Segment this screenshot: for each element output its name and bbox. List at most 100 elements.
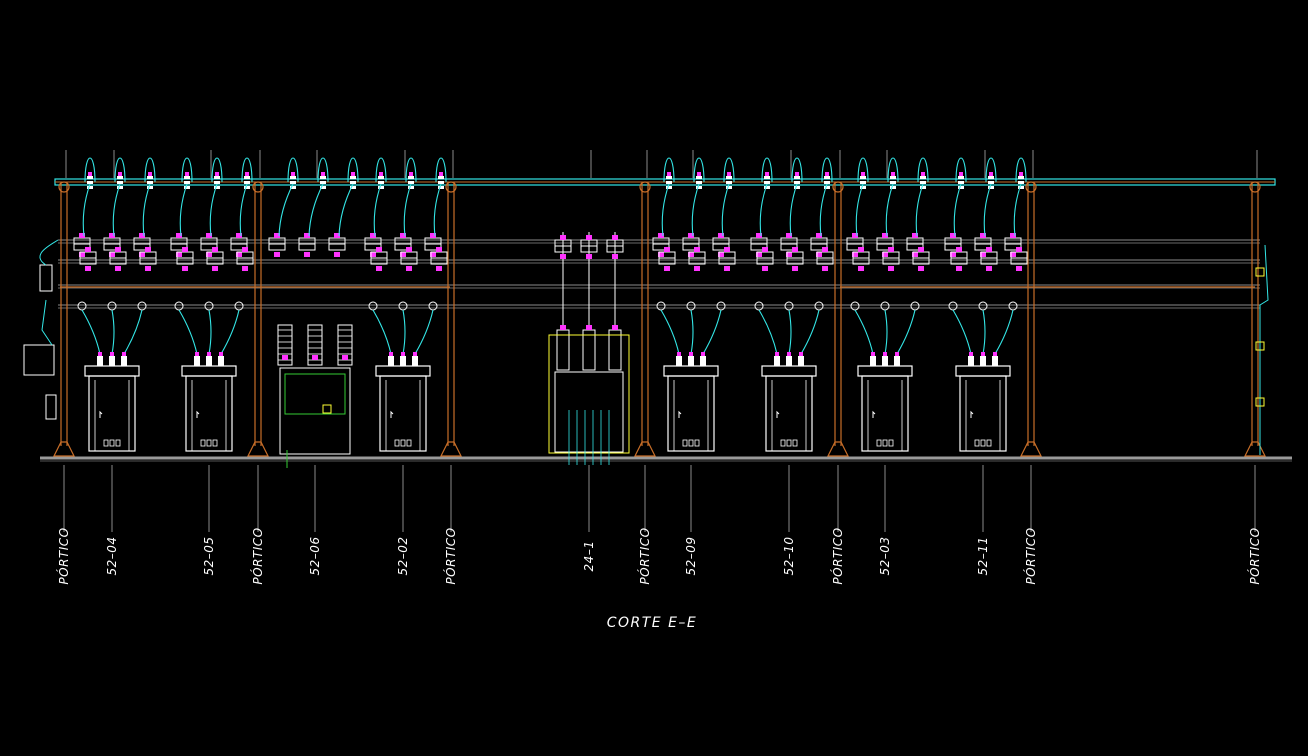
switch-tag: [762, 247, 768, 252]
bay-label-switch: 24–1: [582, 541, 596, 572]
conductor: [896, 309, 916, 355]
bushing: [194, 356, 200, 366]
switch-tag: [882, 233, 888, 238]
conductor: [1013, 183, 1022, 237]
insulator-disc: [408, 186, 414, 189]
switch-tag: [560, 254, 566, 259]
callout-lines: [63, 150, 1258, 532]
bushing-tag: [195, 352, 199, 356]
accent-box: [322, 404, 332, 414]
insulator-disc: [378, 181, 384, 184]
bay-label-portico: PÓRTICO: [1023, 527, 1038, 584]
aux-drop: [41, 299, 53, 346]
switch-tag: [586, 235, 592, 240]
insulator-disc: [920, 186, 926, 189]
switch-tag: [718, 252, 724, 257]
insulator-tag: [795, 172, 799, 176]
breaker-terminal: [986, 439, 992, 447]
switch-tag: [145, 266, 151, 271]
jumper: [791, 157, 803, 183]
switch-tag: [612, 254, 618, 259]
insulator-disc: [320, 186, 326, 189]
switch-tag: [724, 247, 730, 252]
insulator-tag: [321, 172, 325, 176]
conductor: [123, 309, 143, 355]
switch-tag: [176, 233, 182, 238]
bay-label-portico: PÓRTICO: [830, 527, 845, 584]
switch-tag: [816, 233, 822, 238]
switch-tag: [694, 266, 700, 271]
bushing: [206, 356, 212, 366]
conductor: [721, 183, 730, 237]
insulator-tag: [921, 172, 925, 176]
switch-tag: [236, 252, 242, 257]
down-lead: [1259, 244, 1269, 455]
breaker-terminal: [109, 439, 115, 447]
bay-label-breaker: 52–05: [202, 536, 216, 575]
insulator-disc: [726, 181, 732, 184]
insulator-disc: [696, 176, 702, 179]
conductor: [403, 183, 412, 237]
bushing: [688, 356, 694, 366]
insulator-tag: [959, 172, 963, 176]
conductor: [952, 309, 972, 355]
bushing: [388, 356, 394, 366]
switch-tag: [664, 247, 670, 252]
insulator-disc: [350, 186, 356, 189]
insulator-tag: [765, 172, 769, 176]
insulator-disc: [696, 186, 702, 189]
switch-frame: [548, 334, 630, 454]
insulator-disc: [87, 181, 93, 184]
switch-tag: [115, 247, 121, 252]
switch-tag: [85, 266, 91, 271]
switch-tag: [986, 266, 992, 271]
insulator-tag: [245, 172, 249, 176]
breaker-cabinet: [88, 375, 136, 452]
bay-label-portico: PÓRTICO: [56, 527, 71, 584]
insulator-tag: [118, 172, 122, 176]
bay-label-portico: PÓRTICO: [443, 527, 458, 584]
breaker-handle: [678, 410, 682, 418]
jumper: [1015, 157, 1027, 183]
bushing: [786, 356, 792, 366]
switch-tag: [612, 235, 618, 240]
jumper: [955, 157, 967, 183]
conductor: [759, 183, 768, 237]
switch-tag: [586, 254, 592, 259]
switch-tag: [304, 233, 310, 238]
breaker-terminal: [786, 439, 792, 447]
column-base: [1244, 441, 1266, 457]
breaker-terminal: [103, 439, 109, 447]
bay-breaker: [750, 157, 834, 452]
insulator-disc: [726, 176, 732, 179]
column-cap: [1249, 181, 1261, 193]
insulator-disc: [147, 186, 153, 189]
bushing: [400, 356, 406, 366]
conductor: [111, 309, 115, 355]
bushing: [968, 356, 974, 366]
insulator-disc: [666, 181, 672, 184]
insulator-disc: [958, 176, 964, 179]
conductor: [855, 183, 864, 237]
insulator-disc: [988, 181, 994, 184]
jumper: [723, 157, 735, 183]
jumper: [84, 157, 96, 183]
insulator-disc: [87, 186, 93, 189]
conductor: [690, 309, 694, 355]
switch-tag: [400, 233, 406, 238]
breaker-terminal: [882, 439, 888, 447]
switch-tag: [980, 233, 986, 238]
breaker-cabinet: [667, 375, 715, 452]
breaker-terminal: [682, 439, 688, 447]
switch-tag: [1010, 233, 1016, 238]
switch-tag: [980, 252, 986, 257]
bushing-tag: [342, 355, 348, 360]
bay-label-breaker: 52–09: [684, 536, 698, 575]
insulator-tag: [825, 172, 829, 176]
conductor: [178, 309, 198, 355]
insulator-disc: [920, 181, 926, 184]
insulator-disc: [378, 186, 384, 189]
switch-tag: [236, 233, 242, 238]
conductor: [691, 183, 700, 237]
